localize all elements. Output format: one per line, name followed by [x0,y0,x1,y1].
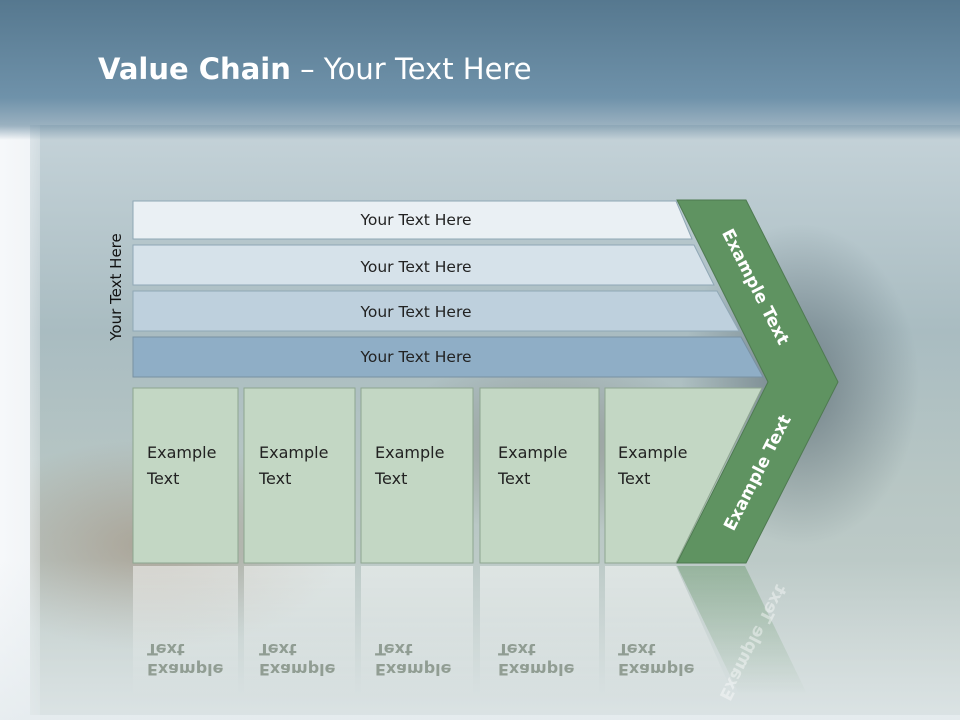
activity-cell-2[interactable] [243,387,356,564]
cell-reflection-text: Text [375,640,413,659]
slide-title[interactable]: Value Chain – Your Text Here [98,52,532,86]
cell-reflection-text: Example [147,660,224,679]
cell-reflection-text: Text [498,640,536,659]
row-bar-1[interactable] [132,200,693,240]
cell-reflection-text: Example [498,660,575,679]
activity-cell-5[interactable] [604,387,763,564]
cell-reflection [133,566,238,696]
row-bar-2[interactable] [132,244,715,286]
header-band [0,0,960,140]
cell-3-line2: Text [374,469,407,488]
cell-1-line2: Text [146,469,179,488]
cell-reflection-text: Example [259,660,336,679]
row-bar-3[interactable] [132,290,740,332]
cell-reflection [361,566,473,696]
title-bold: Value Chain [98,52,291,86]
margin-chevron[interactable]: Example Text Example Text [676,199,839,564]
row-label-2: Your Text Here [359,258,471,276]
cell-1-line1: Example [147,443,216,462]
cell-reflection-text: Example [375,660,452,679]
activity-cell-1[interactable] [132,387,239,564]
cell-3-line1: Example [375,443,444,462]
chevron-reflection [677,566,808,696]
cell-reflection-text: Example [618,660,695,679]
cell-4-line1: Example [498,443,567,462]
chevron-shape[interactable] [676,199,839,564]
activity-cell-4[interactable] [479,387,600,564]
title-rest: – Your Text Here [290,52,532,86]
cell-2-line1: Example [259,443,328,462]
row-label-3: Your Text Here [359,303,471,321]
cell-5-line2: Text [617,469,650,488]
rows-group: Your Text Here Your Text Here Your Text … [132,200,764,378]
cell-reflection [480,566,599,696]
row-bar-4[interactable] [132,336,764,378]
row-label-4: Your Text Here [359,348,471,366]
cell-reflection-text: Text [259,640,297,659]
cell-reflection [244,566,355,696]
reflection-group: Example Text Example Text Example Text E… [133,566,808,703]
cell-reflection [605,566,734,696]
cell-reflection-text: Text [618,640,656,659]
cell-2-line2: Text [258,469,291,488]
cell-5-line1: Example [618,443,687,462]
row-label-1: Your Text Here [359,211,471,229]
cell-4-line2: Text [497,469,530,488]
activity-cell-3[interactable] [360,387,474,564]
cell-reflection-text: Text [147,640,185,659]
cells-group: Example Text Example Text Example Text E… [132,387,763,564]
